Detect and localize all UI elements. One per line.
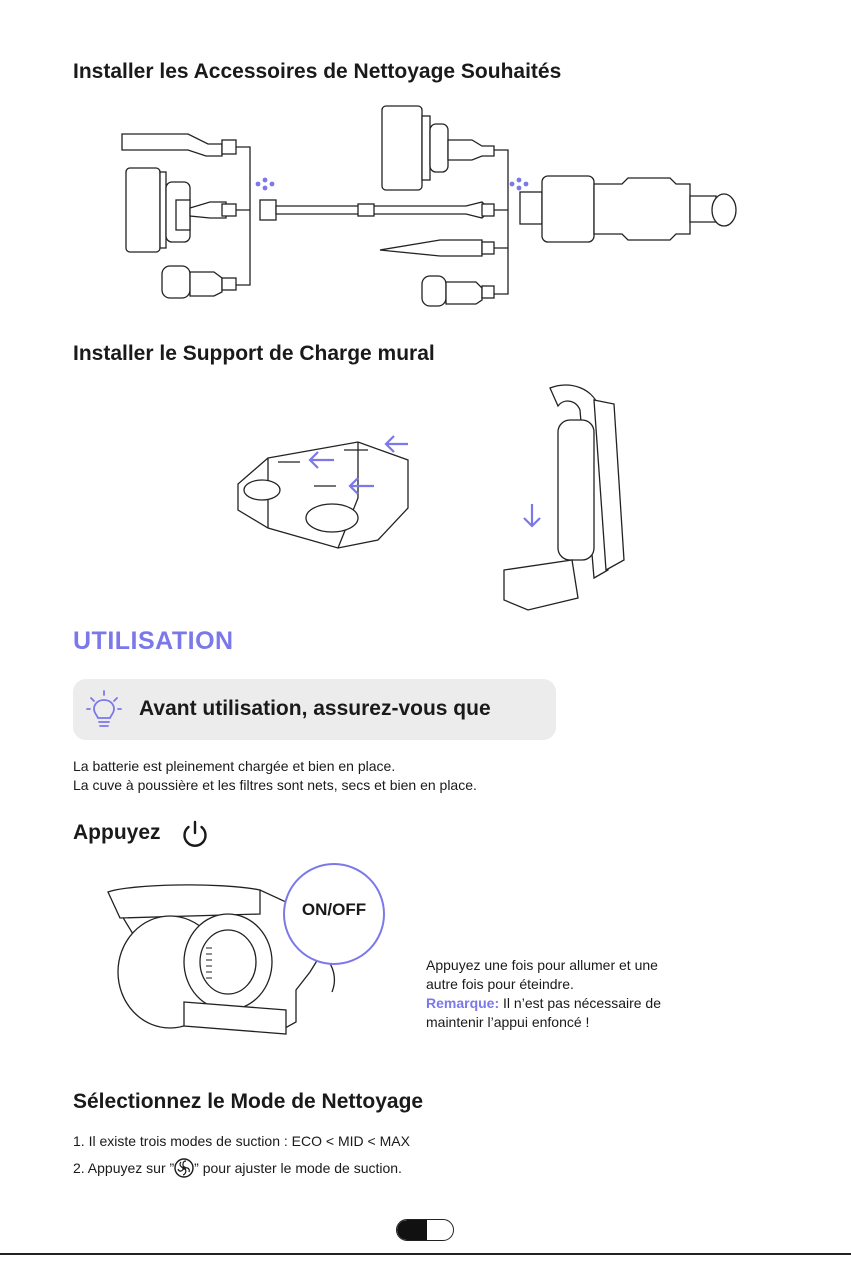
on-off-label: ON/OFF [301, 900, 367, 919]
crevice-tool-illustration [121, 133, 237, 157]
power-note-line1: Remarque: Il n’est pas nécessaire de [426, 994, 661, 1013]
mini-brush-2-illustration [421, 275, 495, 307]
mini-brush-illustration [161, 265, 237, 299]
power-instruction-line2: autre fois pour éteindre. [426, 976, 574, 992]
power-icon [183, 820, 207, 847]
usage-title: UTILISATION [73, 627, 234, 655]
arrow-icon [308, 435, 541, 528]
note-text-1: Il n’est pas nécessaire de [499, 995, 662, 1011]
vacuum-body-illustration [519, 175, 737, 243]
mode-line-2-end: ” pour ajuster le mode de suction. [194, 1160, 402, 1176]
connector-dots [255, 177, 529, 191]
mode-line-2: 2. Appuyez sur ” ” pour ajuster le mode … [73, 1158, 402, 1178]
before-use-item-2: La cuve à poussière et les filtres sont … [73, 777, 477, 793]
crevice-tool-2-illustration [379, 239, 495, 257]
note-label: Remarque: [426, 995, 500, 1011]
wall-bracket-illustration [237, 441, 409, 549]
handheld-with-brush-illustration [381, 105, 495, 191]
fan-icon [174, 1158, 194, 1178]
accessories-title: Installer les Accessoires de Nettoyage S… [73, 60, 562, 83]
before-use-callout [73, 679, 556, 740]
mode-line-2-start: 2. Appuyez sur ” [73, 1160, 175, 1176]
accessories-diagram [121, 105, 737, 307]
press-title: Appuyez [73, 821, 161, 844]
wall-mount-diagram [237, 384, 625, 611]
page-indicator [396, 1219, 454, 1241]
power-instruction-line1: Appuyez une fois pour allumer et une [426, 957, 658, 973]
docked-vacuum-illustration [503, 384, 625, 611]
mode-title: Sélectionnez le Mode de Nettoyage [73, 1090, 424, 1113]
footer-line [0, 1253, 851, 1255]
wall-mount-title: Installer le Support de Charge mural [73, 342, 435, 365]
before-use-title: Avant utilisation, assurez-vous que [139, 697, 491, 720]
power-note-line2: maintenir l’appui enfoncé ! [426, 1014, 590, 1030]
before-use-item-1: La batterie est pleinement chargée et bi… [73, 758, 396, 774]
power-button-callout [283, 863, 385, 965]
extension-tube-illustration [259, 199, 495, 221]
lightbulb-icon [86, 690, 122, 727]
floor-brush-illustration [125, 167, 237, 253]
mode-line-1: 1. Il existe trois modes de suction : EC… [73, 1133, 410, 1149]
